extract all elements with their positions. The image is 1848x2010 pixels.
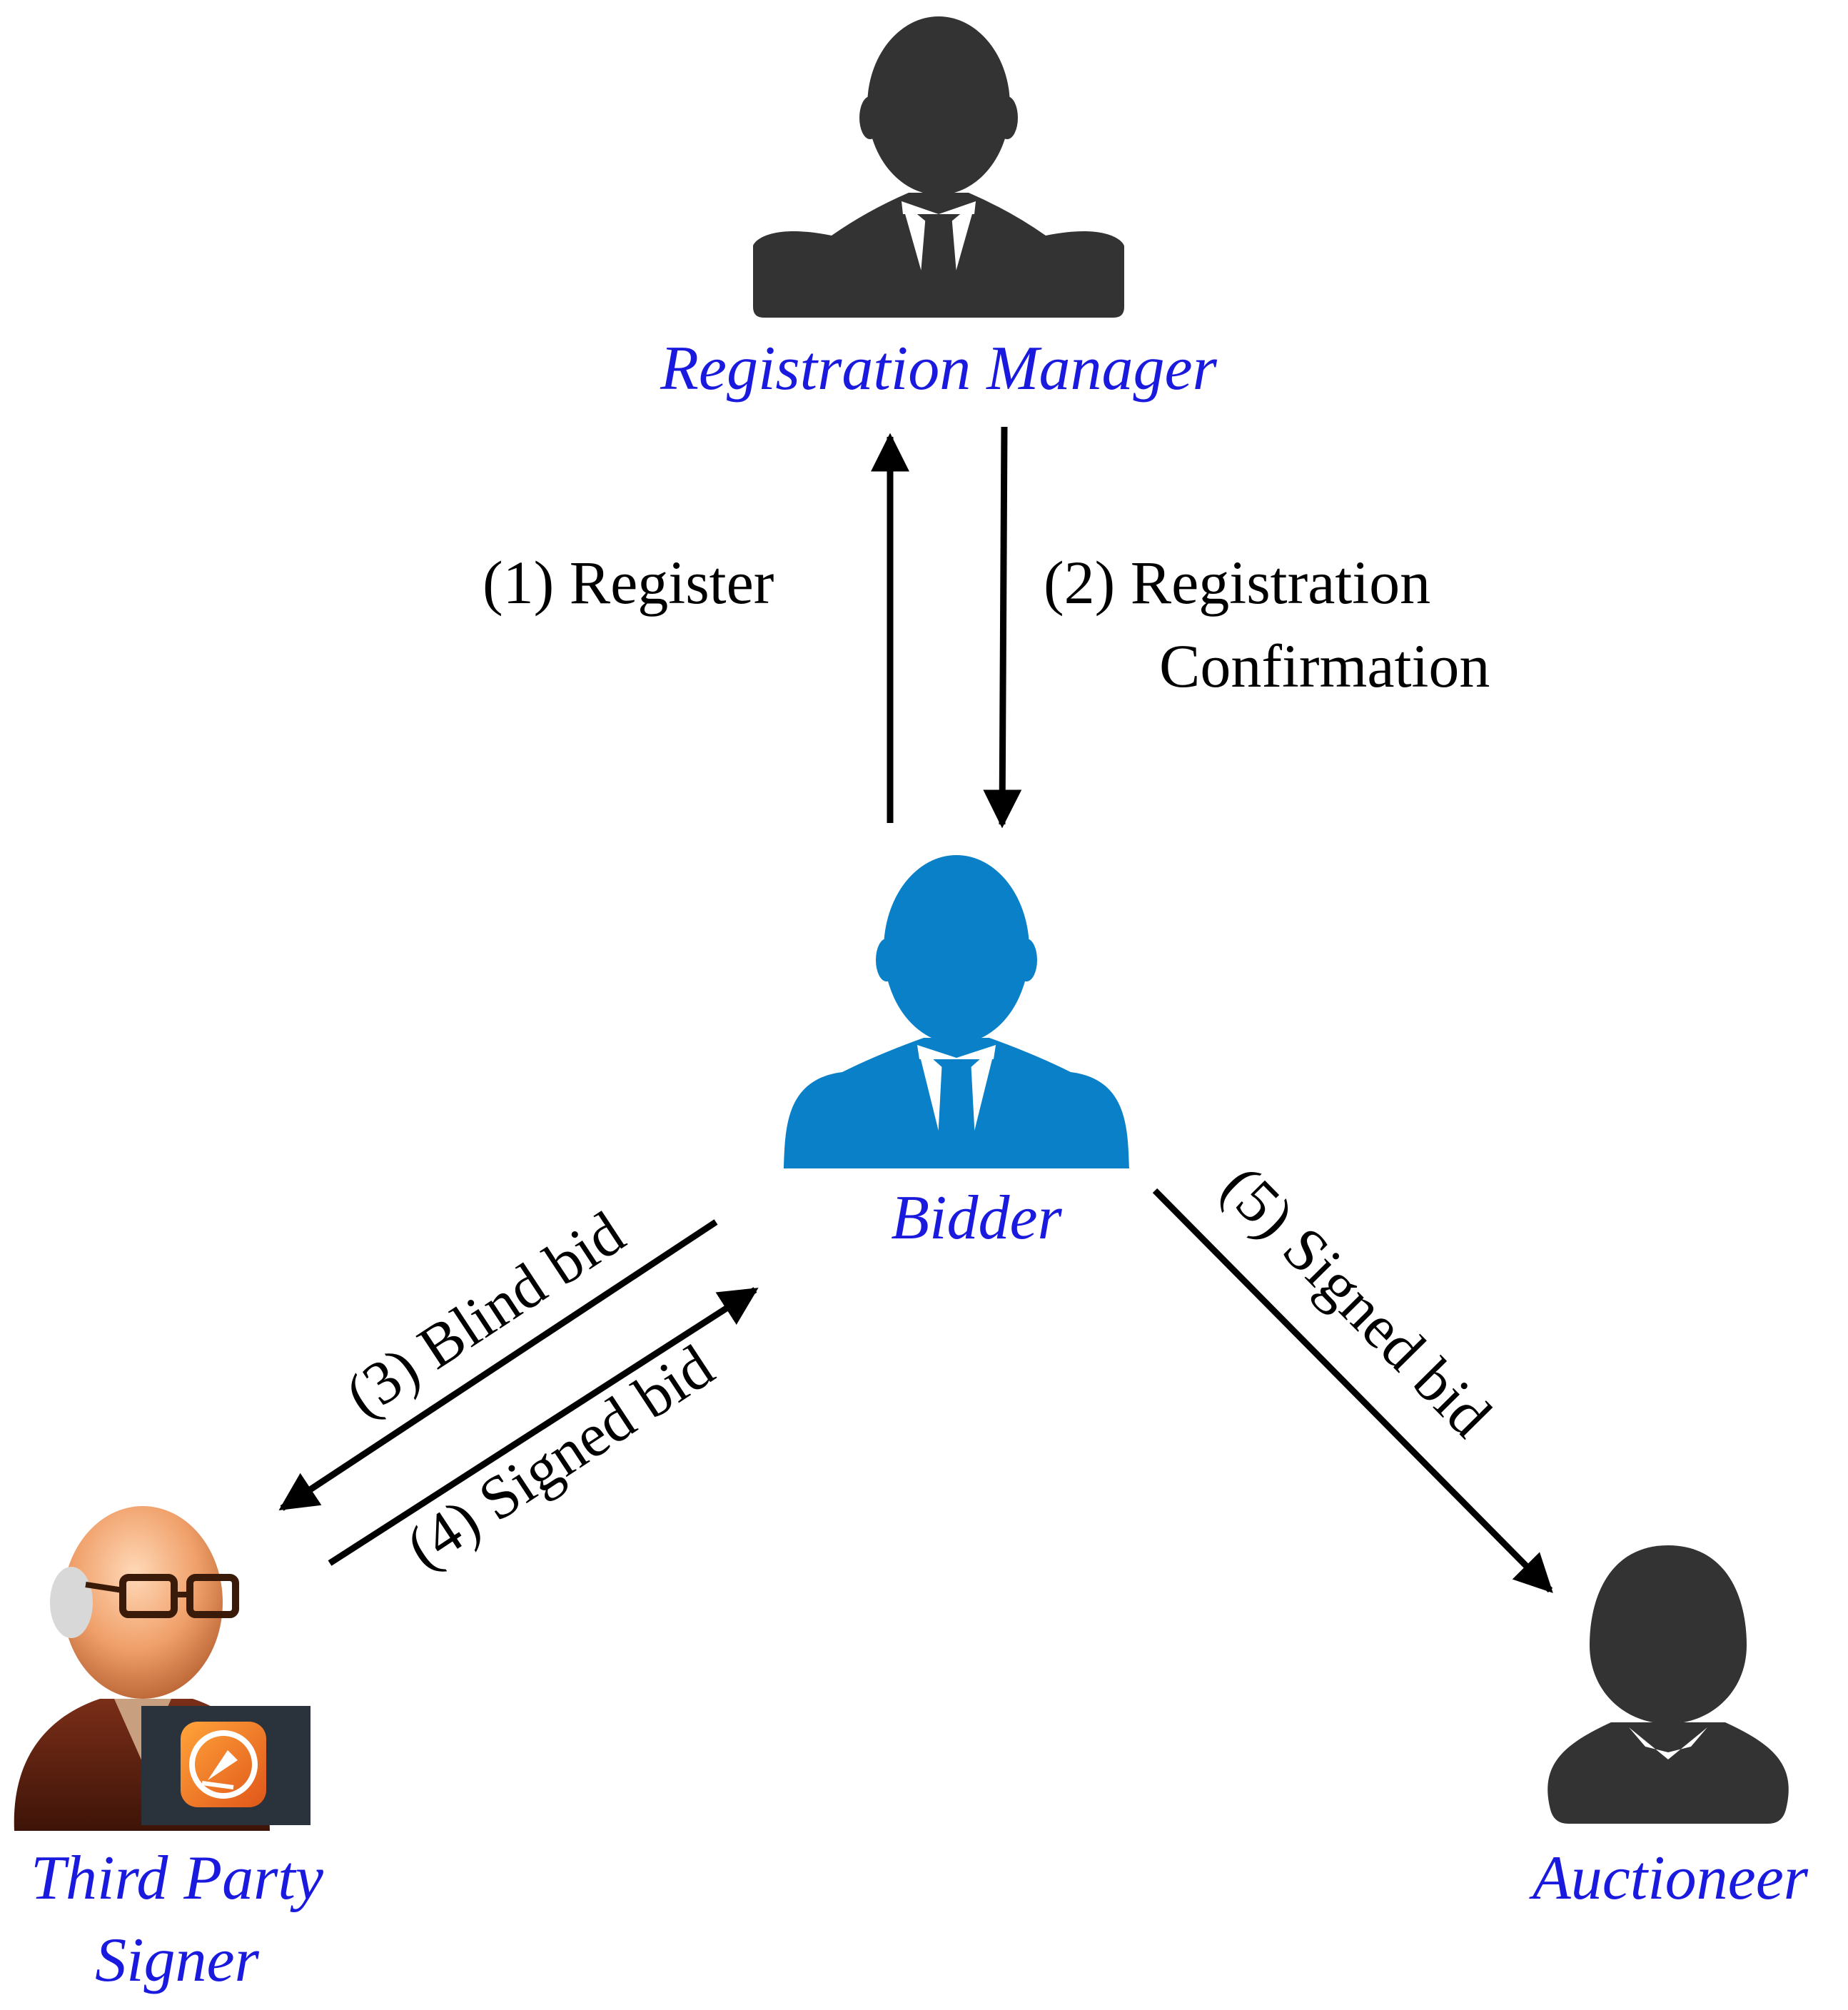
step-5-label: (5) Signed bid	[1208, 1152, 1504, 1450]
bidder-actor: Bidder	[784, 855, 1129, 1253]
signed-bid-to-auctioneer-arrow	[1152, 1188, 1553, 1593]
pen-nib-icon	[189, 1730, 258, 1799]
person-silhouette-icon	[753, 16, 1124, 318]
person-silhouette-icon	[784, 855, 1129, 1168]
blind-bid-arrow	[278, 1219, 718, 1511]
third-party-signer-actor: Third Party Signer	[14, 1506, 324, 1995]
third-party-signer-label-line1: Third Party	[31, 1844, 324, 1913]
registration-manager-label: Registration Manager	[660, 334, 1217, 403]
step-2-label-line2: Confirmation	[1159, 632, 1490, 700]
step-2-label-line1: (2) Registration	[1044, 548, 1430, 617]
auctioneer-label: Auctioneer	[1529, 1844, 1809, 1913]
step-1-label: (1) Register	[483, 548, 774, 617]
registration-confirmation-arrow	[983, 426, 1022, 829]
third-party-signer-label-line2: Signer	[95, 1926, 260, 1995]
auctioneer-actor: Auctioneer	[1529, 1545, 1809, 1913]
person-silhouette-icon	[1547, 1545, 1789, 1824]
bidder-label: Bidder	[891, 1183, 1062, 1253]
registration-manager-actor: Registration Manager	[660, 16, 1218, 403]
signed-bid-return-arrow	[328, 1287, 759, 1566]
signer-badge	[141, 1706, 310, 1825]
